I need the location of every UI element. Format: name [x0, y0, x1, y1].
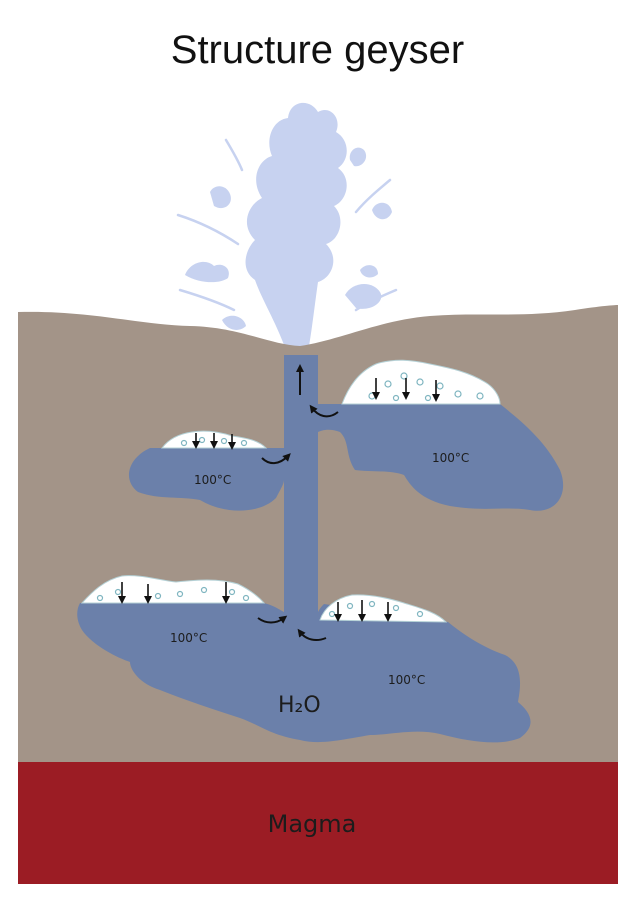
water-formula-label: H₂O [278, 693, 321, 718]
temp-label-lower-left: 100°C [170, 631, 207, 645]
bubble-dots [96, 372, 484, 618]
steam-spray-lines [176, 138, 398, 312]
diagram-title: Structure geyser [170, 28, 465, 72]
temp-label-upper-right: 100°C [432, 451, 469, 465]
steam-plume [185, 102, 392, 352]
flow-arrows [257, 364, 339, 641]
temp-label-lower-right: 100°C [388, 673, 425, 687]
down-arrows [118, 378, 440, 622]
magma-layer [18, 762, 618, 884]
temp-label-upper-left: 100°C [194, 473, 231, 487]
water-system [77, 355, 564, 743]
magma-label: Magma [268, 810, 357, 838]
